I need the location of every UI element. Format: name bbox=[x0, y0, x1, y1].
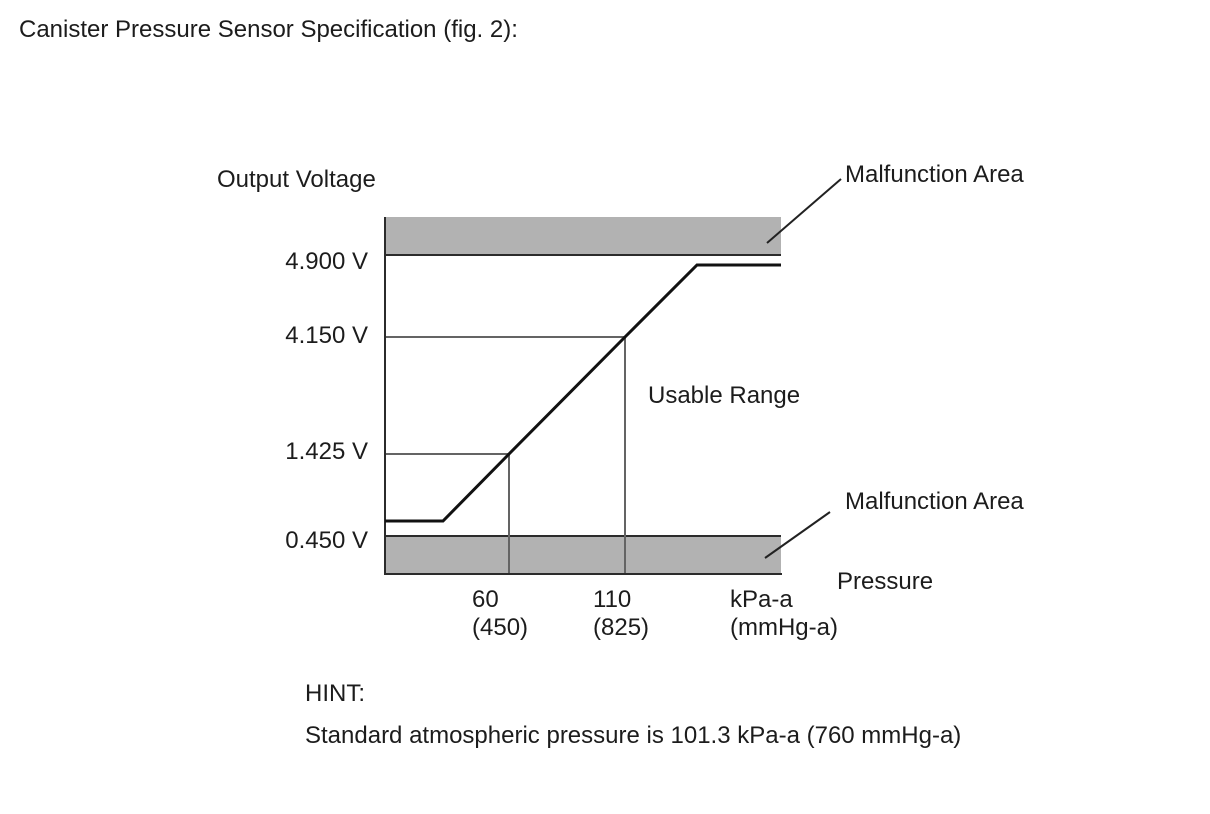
x-axis-units: kPa-a (mmHg-a) bbox=[730, 586, 838, 642]
x-axis-line bbox=[384, 573, 782, 575]
malfunction-band-upper bbox=[385, 217, 781, 255]
usable-range-label: Usable Range bbox=[648, 382, 801, 409]
x-tick-60-mmhg-value: (450) bbox=[472, 614, 529, 641]
x-axis-unit-kpa: kPa-a bbox=[730, 586, 793, 613]
upper-limit-line-4900v bbox=[385, 254, 781, 256]
malfunction-area-label-lower: Malfunction Area bbox=[845, 488, 1024, 515]
ref-line-4150v bbox=[386, 336, 625, 338]
x-axis-unit-mmhg: (mmHg-a) bbox=[730, 614, 838, 641]
x-tick-60-kpa-value: 60 bbox=[472, 586, 499, 613]
hint-text: Standard atmospheric pressure is 101.3 k… bbox=[305, 722, 962, 749]
y-tick-1425v: 1.425 V bbox=[285, 438, 368, 465]
ref-line-110kpa bbox=[624, 337, 626, 573]
x-tick-60kpa: 60 (450) bbox=[472, 586, 528, 642]
hint-heading: HINT: bbox=[305, 680, 365, 707]
malfunction-band-lower bbox=[385, 537, 781, 574]
ref-line-60kpa bbox=[508, 454, 510, 573]
y-tick-4150v: 4.150 V bbox=[285, 322, 368, 349]
x-axis-title: Pressure bbox=[837, 568, 934, 595]
x-tick-110-mmhg-value: (825) bbox=[593, 614, 650, 641]
x-tick-110kpa: 110 (825) bbox=[593, 586, 649, 642]
x-tick-110-kpa-value: 110 bbox=[593, 586, 632, 613]
y-tick-0450v: 0.450 V bbox=[285, 527, 368, 554]
y-axis-line bbox=[384, 217, 386, 575]
y-tick-4900v: 4.900 V bbox=[285, 248, 368, 275]
malfunction-area-label-upper: Malfunction Area bbox=[845, 161, 1024, 188]
lower-limit-line-0450v bbox=[385, 535, 781, 537]
ref-line-1425v bbox=[386, 453, 509, 455]
y-axis-title: Output Voltage bbox=[217, 166, 376, 193]
figure-title: Canister Pressure Sensor Specification (… bbox=[19, 16, 518, 43]
